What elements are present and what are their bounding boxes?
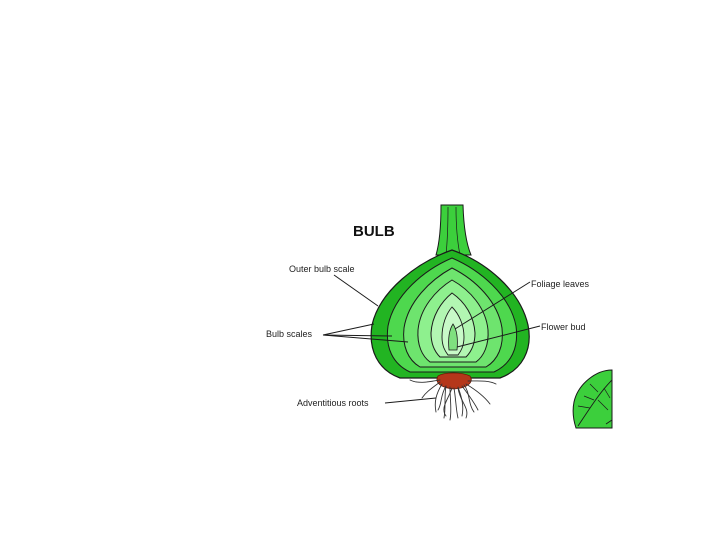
adventitious-roots [409,379,497,421]
label-adventitious-roots: Adventitious roots [297,398,369,408]
label-flower-bud: Flower bud [541,322,586,332]
leaf-illustration [572,369,613,429]
diagram-title: BULB [353,223,395,240]
basal-plate [436,372,472,390]
leader-lines [322,274,541,404]
flower-bud [448,323,458,351]
bulb-body [370,249,530,379]
label-bulb-scales: Bulb scales [266,329,313,339]
label-outer-bulb-scale: Outer bulb scale [289,264,355,274]
bulb-neck [435,204,472,256]
label-foliage-leaves: Foliage leaves [531,279,590,289]
